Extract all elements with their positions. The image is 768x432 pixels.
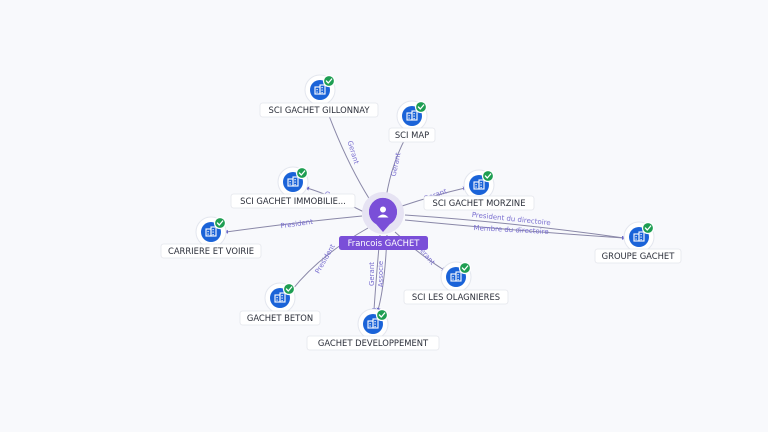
building-icon xyxy=(287,176,299,187)
edge-to-groupe xyxy=(404,219,626,240)
check-badge-icon xyxy=(295,166,309,180)
company-label-box xyxy=(306,335,440,351)
check-badge-icon xyxy=(458,261,472,275)
edge-label: Membre du directoire xyxy=(473,224,549,236)
edge-label: Gerant xyxy=(346,140,361,166)
company-node-groupe[interactable]: GROUPE GACHET xyxy=(594,221,682,264)
check-badge-icon xyxy=(322,74,336,88)
check-badge-icon xyxy=(213,216,227,230)
center-person-node[interactable]: Francois GACHET xyxy=(339,192,428,250)
company-node-carriere[interactable]: CARRIERE ET VOIRIE xyxy=(160,216,262,259)
company-node-gillonnay[interactable]: SCI GACHET GILLONNAY xyxy=(259,74,379,118)
company-name: GACHET BETON xyxy=(247,313,313,323)
building-icon xyxy=(274,292,286,303)
center-person-name: Francois GACHET xyxy=(348,238,421,248)
company-name: SCI GACHET MORZINE xyxy=(433,198,526,208)
edge-to-carriere xyxy=(224,215,363,234)
center-label-box xyxy=(339,236,428,250)
edge-to-gillonnay xyxy=(323,103,371,201)
company-name: SCI MAP xyxy=(395,130,429,140)
company-label-box xyxy=(259,102,379,118)
company-label-box xyxy=(403,289,509,305)
edge-to-olagnieres xyxy=(394,231,446,272)
check-badge-icon xyxy=(375,308,389,322)
company-label-box xyxy=(160,243,262,259)
edge-label: Gerant xyxy=(390,152,403,177)
edge-label: Gerant xyxy=(368,262,376,286)
check-badge-icon xyxy=(641,221,655,235)
nodes-layer: SCI GACHET GILLONNAY SCI MAP SCI GACHET IM… xyxy=(160,74,682,351)
edge-label: President xyxy=(314,243,337,275)
company-node-map[interactable]: SCI MAP xyxy=(388,100,436,143)
edge-to-groupe xyxy=(404,214,626,240)
check-badge-icon xyxy=(481,169,495,183)
building-icon xyxy=(314,84,326,95)
person-icon xyxy=(377,206,389,218)
building-icon xyxy=(406,110,418,121)
company-node-olagnieres[interactable]: SCI LES OLAGNIERES xyxy=(403,261,509,305)
company-label-box xyxy=(230,193,356,209)
building-icon xyxy=(633,231,645,242)
edge-label: President xyxy=(280,218,314,231)
edge-label: Associe xyxy=(377,261,385,287)
building-icon xyxy=(367,318,379,329)
company-name: CARRIERE ET VOIRIE xyxy=(168,246,254,256)
company-label-box xyxy=(388,127,436,143)
edge-to-beton xyxy=(290,227,369,292)
edge-labels-layer: GerantGerantGerantGerantPresidentPreside… xyxy=(280,140,551,288)
check-badge-icon xyxy=(282,282,296,296)
company-name: GACHET DEVELOPPEMENT xyxy=(318,338,429,348)
company-label-box xyxy=(239,310,321,326)
company-name: GROUPE GACHET xyxy=(602,251,676,261)
company-name: SCI GACHET IMMOBILIE... xyxy=(240,196,346,206)
company-node-developpement[interactable]: GACHET DEVELOPPEMENT xyxy=(306,308,440,351)
building-icon xyxy=(473,179,485,190)
company-label-box xyxy=(423,195,535,211)
company-name: SCI LES OLAGNIERES xyxy=(412,292,500,302)
check-badge-icon xyxy=(414,100,428,114)
company-node-immobilie[interactable]: SCI GACHET IMMOBILIE... xyxy=(230,166,356,209)
company-node-beton[interactable]: GACHET BETON xyxy=(239,282,321,326)
company-node-morzine[interactable]: SCI GACHET MORZINE xyxy=(423,169,535,211)
company-name: SCI GACHET GILLONNAY xyxy=(269,105,371,115)
building-icon xyxy=(205,226,217,237)
building-icon xyxy=(450,271,462,282)
company-label-box xyxy=(594,248,682,264)
